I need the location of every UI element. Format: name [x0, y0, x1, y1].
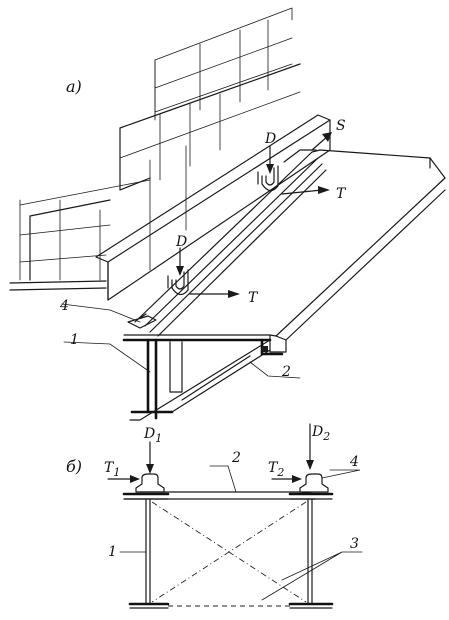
- force-d-left-arrow: [176, 247, 184, 276]
- part-a-label: а): [66, 77, 82, 96]
- label-d1: D1: [143, 426, 162, 445]
- wheel-left: [167, 269, 189, 296]
- support-block: [95, 114, 331, 301]
- leader-4-a: [61, 303, 141, 323]
- label-d-right: D: [264, 131, 276, 147]
- label-2-a: 2: [281, 364, 291, 380]
- right-beam: [288, 492, 334, 609]
- leader-2-b: [209, 465, 237, 493]
- brace-diagonal-2: [151, 501, 307, 603]
- force-s-arrow: [311, 132, 332, 151]
- left-beam: [122, 492, 170, 609]
- force-d-right-arrow: [266, 145, 274, 174]
- force-d1-arrow: [146, 441, 154, 474]
- label-t-right: T: [336, 186, 347, 202]
- leader-1-a: [63, 341, 151, 373]
- rail-left-b: [135, 473, 165, 493]
- force-t-left-arrow: [189, 290, 240, 298]
- label-2-b: 2: [231, 450, 241, 466]
- force-t2-arrow: [271, 475, 302, 483]
- label-4-a: 4: [59, 298, 69, 314]
- force-t-right-arrow: [281, 186, 330, 195]
- label-3-b: 3: [350, 536, 359, 552]
- leader-4-b: [321, 469, 361, 479]
- force-t1-arrow: [107, 475, 140, 483]
- crane-beam-top: [123, 149, 446, 353]
- crane-beam-section: [122, 338, 284, 421]
- leader-3-b: [261, 551, 363, 601]
- part-a-view: а) D T D T S 1 2 4: [9, 7, 446, 421]
- label-1-a: 1: [70, 332, 79, 348]
- scaffold-grid: [9, 7, 301, 291]
- force-d2-arrow: [306, 423, 314, 470]
- label-d2: D2: [311, 424, 330, 443]
- label-d-left: D: [175, 234, 187, 250]
- label-t-left: T: [248, 290, 259, 306]
- label-t2: T2: [268, 460, 284, 479]
- rail-left: [127, 313, 157, 329]
- part-b-label: б): [66, 457, 82, 476]
- label-s: S: [336, 118, 346, 134]
- part-b-view: б) D1 T1 D2 T2 2 4 1 3: [66, 423, 363, 609]
- wheel-right: [257, 149, 317, 192]
- label-4-b: 4: [349, 454, 359, 470]
- label-t1: T1: [104, 460, 120, 479]
- label-1-b: 1: [108, 544, 117, 560]
- leader-2-a: [249, 361, 301, 379]
- rail-right-b: [299, 473, 329, 493]
